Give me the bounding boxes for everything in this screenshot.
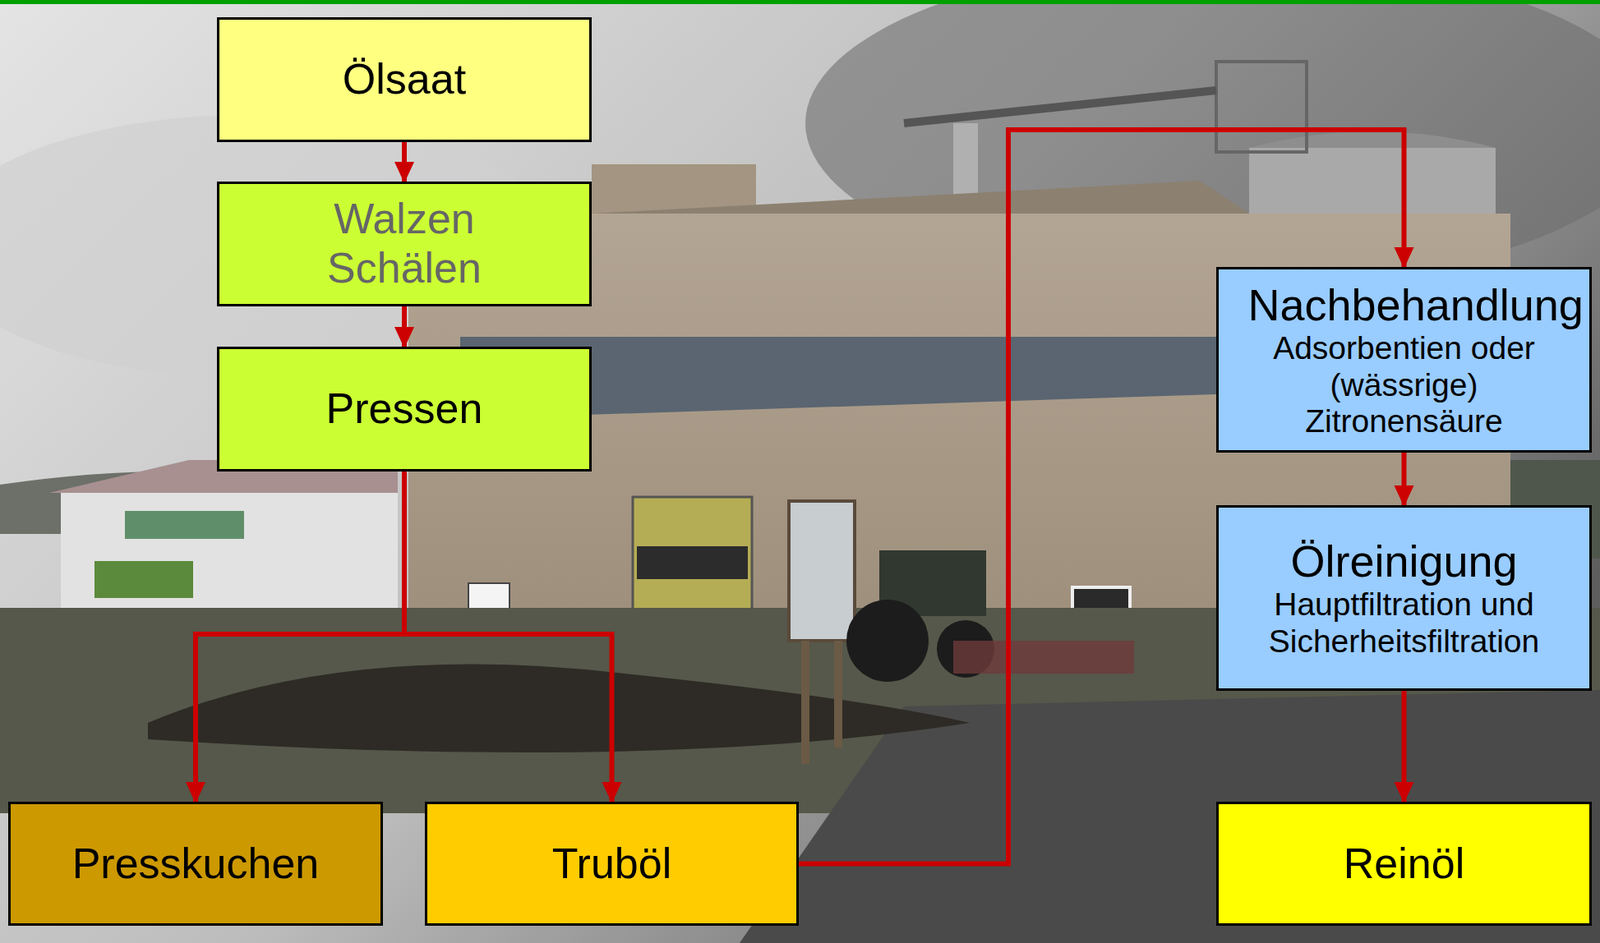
- flow-arrow: [1401, 452, 1407, 506]
- board-post: [801, 640, 810, 765]
- garage-door: [632, 497, 752, 625]
- white-shed: [60, 493, 398, 617]
- tractor-wheel: [846, 599, 929, 683]
- conveyor: [903, 90, 1217, 124]
- top-rule: [0, 0, 1600, 5]
- harrow: [953, 640, 1135, 674]
- hall-roof: [591, 180, 1250, 214]
- box-heading: Truböl: [552, 839, 672, 890]
- flow-arrow: [798, 129, 1405, 865]
- box-heading: Nachbehandlung: [1248, 279, 1561, 331]
- process-box: Presskuchen: [8, 802, 383, 927]
- flow-arrow: [401, 142, 407, 182]
- info-board: [788, 501, 855, 641]
- box-detail: Hauptfiltration und Sicherheitsfiltratio…: [1248, 586, 1561, 661]
- door-windows: [636, 546, 748, 580]
- shed-sign: [124, 511, 245, 540]
- process-box: Pressen: [216, 346, 592, 472]
- box-heading: Ölreinigung: [1290, 535, 1518, 587]
- process-box: Reinöl: [1216, 802, 1592, 927]
- process-box: NachbehandlungAdsorbentien oder (wässrig…: [1216, 267, 1592, 453]
- box-heading: Reinöl: [1343, 839, 1465, 890]
- process-box: Truböl: [424, 802, 799, 927]
- silo-roof: [1249, 131, 1496, 148]
- flow-arrow: [195, 471, 405, 803]
- flow-arrow: [1401, 691, 1407, 803]
- flower-bed: [147, 664, 970, 753]
- box-heading: Walzen Schälen: [289, 194, 520, 294]
- trailer: [94, 561, 194, 599]
- flow-arrow: [404, 471, 613, 803]
- flow-arrow: [401, 306, 407, 347]
- conveyor-tower: [1216, 61, 1307, 153]
- process-box: Ölsaat: [216, 17, 592, 143]
- box-detail: Adsorbentien oder (wässrige) Zitronensäu…: [1248, 330, 1561, 442]
- box-heading: Ölsaat: [342, 55, 466, 105]
- process-box: Walzen Schälen: [216, 181, 592, 307]
- box-heading: Presskuchen: [72, 839, 320, 890]
- board-post: [834, 640, 843, 748]
- box-heading: Pressen: [326, 384, 484, 434]
- process-box: ÖlreinigungHauptfiltration und Sicherhei…: [1216, 505, 1592, 692]
